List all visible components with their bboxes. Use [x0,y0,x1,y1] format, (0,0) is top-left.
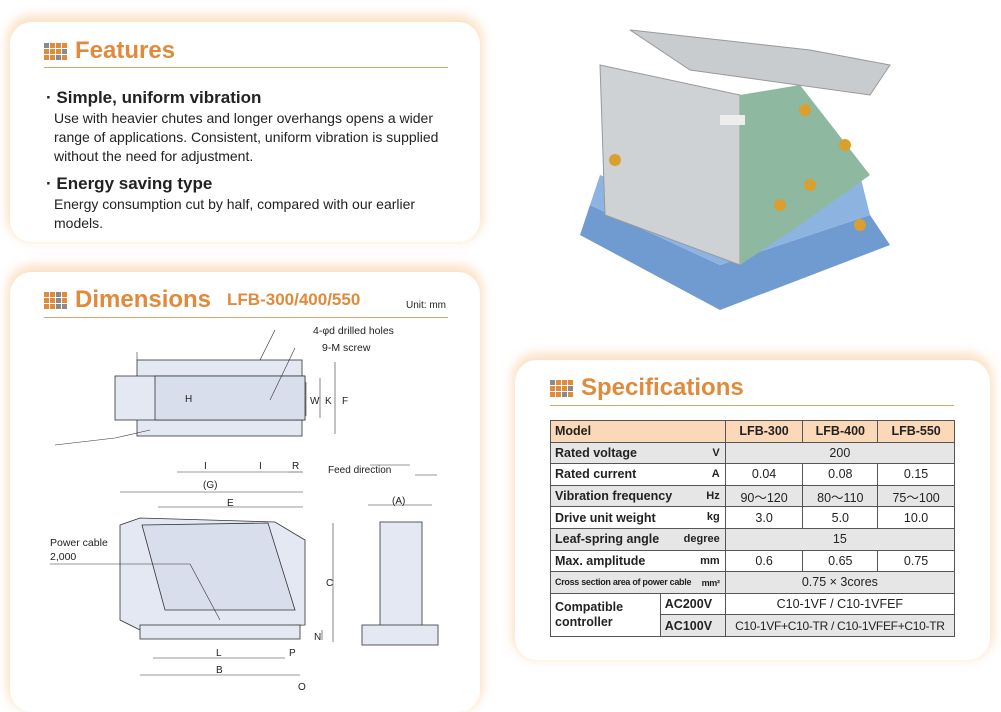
svg-text:O: O [298,682,306,693]
specifications-table: Model LFB-300 LFB-400 LFB-550 Rated volt… [550,420,956,637]
svg-text:Power cable: Power cable [50,537,108,549]
svg-text:P: P [289,648,296,659]
svg-text:F: F [342,396,348,407]
dimension-drawing: 4-φd drilled holes 9-M screw H W K F I I… [50,325,439,693]
section-icon [550,379,573,397]
unit-label: Unit: mm [406,300,446,311]
features-panel [10,22,480,242]
divider [550,405,954,406]
svg-text:H: H [185,394,192,405]
svg-text:L: L [216,648,222,659]
dimensions-title: Dimensions LFB-300/400/550 [44,286,360,314]
svg-text:C: C [326,578,333,589]
svg-text:Feed direction: Feed direction [328,465,391,476]
svg-text:4-φd drilled holes: 4-φd drilled holes [313,325,394,337]
svg-text:B: B [216,665,223,676]
svg-text:W: W [310,396,320,407]
svg-text:N: N [314,632,321,643]
specifications-title: Specifications [550,374,744,402]
divider [44,67,448,68]
features-title: Features [44,37,175,65]
svg-text:R: R [292,461,299,472]
product-photo [580,29,891,310]
svg-text:E: E [227,498,234,509]
section-icon [44,42,67,60]
section-icon [44,291,67,309]
svg-text:(A): (A) [392,496,405,507]
svg-text:I: I [204,461,207,472]
svg-text:I: I [259,461,262,472]
svg-text:(G): (G) [203,480,217,491]
table-header: Model LFB-300 LFB-400 LFB-550 [550,420,955,443]
svg-text:9-M screw: 9-M screw [322,342,371,354]
divider [44,317,448,318]
svg-text:2,000: 2,000 [50,551,76,563]
svg-text:K: K [325,396,332,407]
feature-item: · Simple, uniform vibration Use with hea… [46,88,439,164]
feature-item: · Energy saving type Energy consumption … [46,174,416,231]
